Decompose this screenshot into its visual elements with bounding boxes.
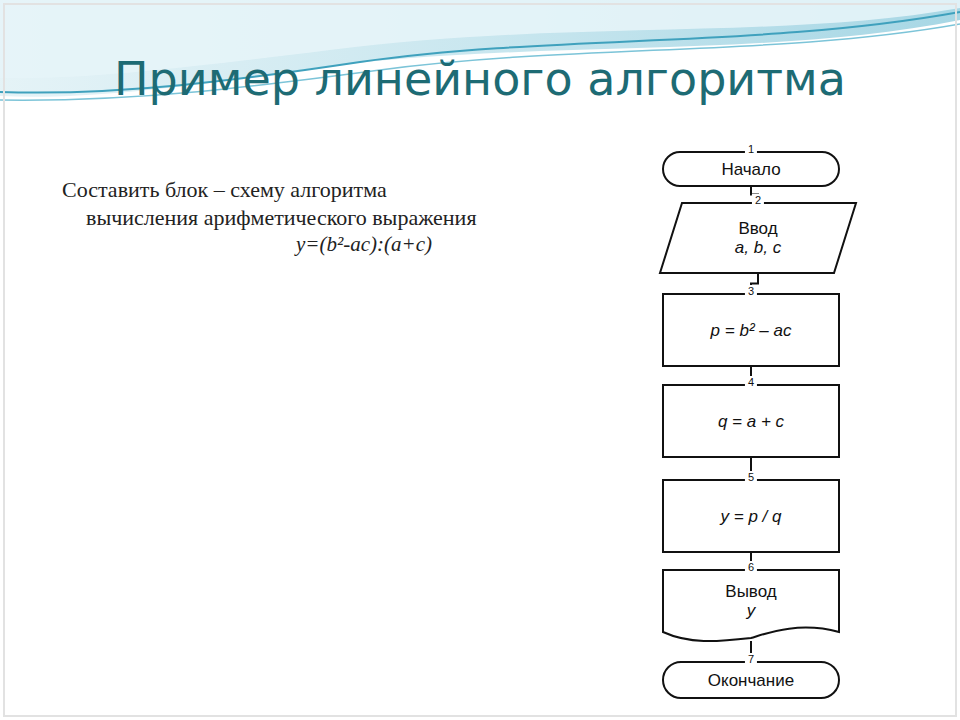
node-text: q = a + c [718,412,784,431]
process-box: 5y = p / q [663,480,839,552]
callout-number: 4 [745,376,757,388]
slide-frame [4,4,956,716]
outline-path [660,203,856,273]
node-text: p = b² – ac [711,321,792,340]
callout-number: 5 [745,471,757,483]
task-formula: y=(b²-ac):(a+c) [296,232,432,257]
output-document: 6Выводy [663,570,839,642]
terminator-box: 1Начало [663,152,839,186]
node-text: y [747,601,756,620]
node-text: Ввод [738,219,777,238]
input-parallelogram: 2Вводa, b, c [660,203,856,273]
terminator-box: 7Окончание [663,662,839,698]
outline-path [663,662,839,698]
outline-path [663,294,839,366]
slide-title: Пример линейного алгоритма [0,52,960,106]
process-box: 3p = b² – ac [663,294,839,366]
node-text: a, b, c [735,238,781,257]
outline-path [663,385,839,457]
node-text: y = p / q [721,507,782,526]
callout-number: 3 [745,285,757,297]
outline-path [663,480,839,552]
node-text: Окончание [708,671,794,690]
callout-number: 1 [745,143,757,155]
node-text: Начало [721,160,780,179]
outline-path [663,570,839,641]
outline-path [663,152,839,186]
task-text: Составить блок – схему алгоритма вычисле… [62,176,484,232]
callout-number: 2 [752,194,764,206]
callout-number: 6 [745,561,757,573]
process-box: 4q = a + c [663,385,839,457]
callout-number: 7 [745,653,757,665]
node-text: Вывод [725,582,776,601]
